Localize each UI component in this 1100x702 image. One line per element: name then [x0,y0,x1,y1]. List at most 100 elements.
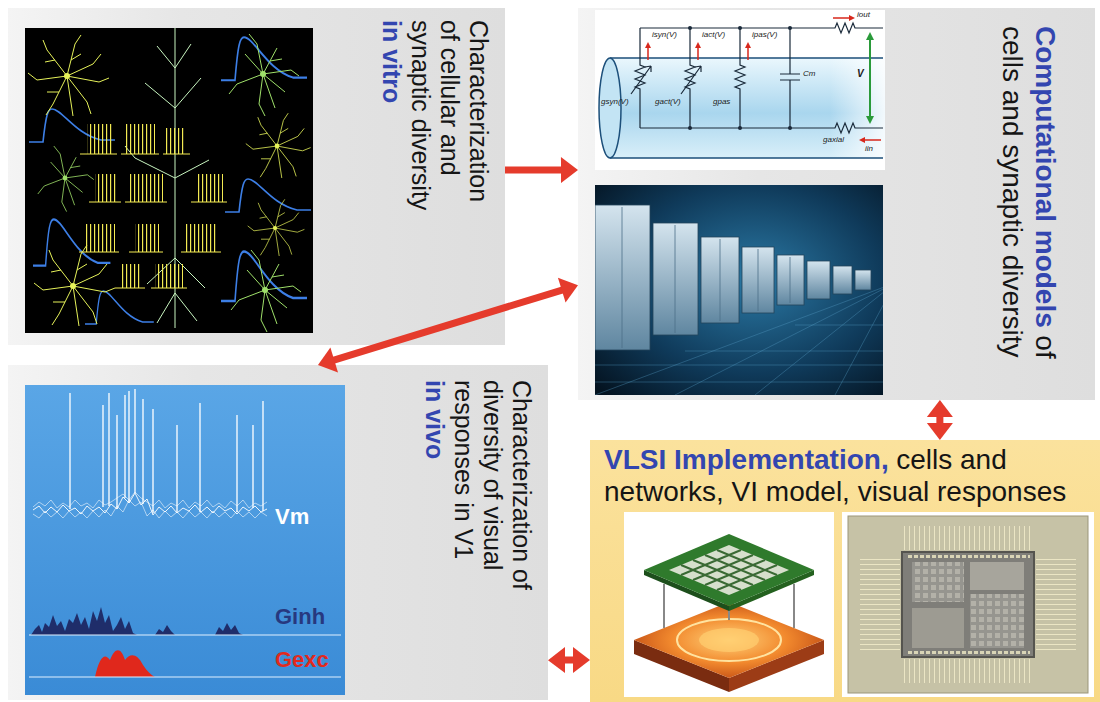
neuron-recordings-image [38,146,94,212]
neuron-recordings-image [121,264,141,288]
arrow-head [927,423,953,440]
cable-circuit-image [849,15,855,21]
chip-photo-image [904,526,1032,550]
chip-photo-image [842,512,1094,697]
supercomputer-image [595,185,883,395]
supercomputer-image [622,207,790,348]
neuron-recordings-image [28,35,109,116]
neuron-recordings-image [155,264,183,288]
trace-label: Vm [275,505,309,529]
chip-photo-image [912,608,964,648]
neuron-recordings-image [135,224,159,252]
neuron-recordings-image [85,224,115,252]
chip-photo-image [1036,556,1076,654]
text-column: Computational modelsof cells and synapti… [996,26,1062,376]
connector-line [936,415,943,425]
circuit-label: iout [857,11,870,20]
chip-photo-image [842,512,1094,697]
cable-circuit-image [735,28,745,128]
supercomputer-image [777,255,804,305]
supercomputer-image [595,205,650,350]
neuron-recordings-image [185,224,217,252]
panel-text: Characterization of diversity of visual … [450,380,536,590]
neuron-recordings-image [197,174,223,202]
cable-circuit-image [595,10,885,170]
arrow-head [927,400,953,417]
neuron-recordings-image [246,113,311,178]
chip-photo-image [902,552,1034,657]
text-column: Characterization of diversity of visual … [420,380,536,620]
chip-stack-image [699,628,759,652]
supercomputer-image [653,223,698,335]
chip-photo-image [906,651,1030,655]
membrane-potential-plot [29,635,341,677]
emphasis-text: VLSI Implementation, [604,444,889,475]
supercomputer-image [855,270,871,290]
emphasis-text: in vitro [377,20,406,220]
cable-circuit-image [869,38,871,118]
connector-arrow [927,400,953,440]
cable-circuit-image [610,58,885,158]
panel-box: VLSI Implementation,cells and networks, … [590,440,1100,702]
neuron-recordings-image [229,34,299,116]
cable-circuit-image [745,42,751,48]
cable-circuit-image [645,15,881,143]
neuron-recordings-image [221,252,307,302]
neuron-recordings-image [165,128,185,154]
cable-circuit-image [688,126,692,130]
neuron-recordings-image [95,174,117,202]
chip-stack-image [624,512,834,697]
supercomputer-image [807,261,830,299]
cable-circuit-image [599,58,621,158]
neuron-recordings-image [125,124,155,154]
chip-stack-image [677,619,781,661]
neuron-recordings-image [79,154,227,288]
cable-circuit-image [631,23,883,133]
membrane-potential-plot [33,389,267,518]
circuit-label: iin [865,145,873,154]
cable-circuit-image [685,28,695,128]
arrow-head [573,647,590,673]
chip-photo-image [970,594,1024,648]
cable-circuit-image [645,42,651,48]
chip-stack-image [624,512,834,697]
connector-arrow [505,157,578,183]
cable-circuit-image [610,58,885,158]
chip-photo-image [848,516,1088,693]
chip-stack-image [681,550,777,590]
chip-stack-image [669,545,789,595]
connector-line [563,657,575,664]
circuit-label: ipas(V) [752,31,777,40]
circuit-label: gpas [713,98,730,107]
cable-circuit-image [631,66,701,94]
panel-box: Computational modelsof cells and synapti… [578,8,1095,400]
chip-photo-image [970,562,1024,590]
cable-circuit-image [635,28,645,128]
membrane-potential-plot [33,492,267,508]
circuit-label: V [857,68,864,79]
cable-circuit-image [788,126,792,130]
trace-label: Gexc [275,648,329,672]
arrow-head [558,278,578,303]
chip-photo-image [860,556,900,654]
arrow-head [548,647,565,673]
membrane-potential-plot [70,389,263,513]
cable-circuit-image [859,137,865,143]
panel-text: Characterization of cellular and synapti… [407,20,493,210]
supercomputer-image [595,205,871,350]
connector-line [505,166,563,173]
cable-circuit-image [688,26,792,130]
cable-circuit-image [738,126,742,130]
circuit-label: Cm [803,70,815,79]
cable-circuit-image [595,10,885,170]
membrane-potential-plot [31,607,243,635]
chip-photo-image [912,562,964,602]
text-column: VLSI Implementation,cells and networks, … [604,444,1094,508]
neuron-recordings-image [34,245,115,326]
supercomputer-image [833,266,852,294]
trace-label: Ginh [275,605,325,629]
cable-circuit-image [688,26,692,30]
neuron-recordings-image [25,28,313,333]
circuit-label: gsyn(V) [601,98,629,107]
